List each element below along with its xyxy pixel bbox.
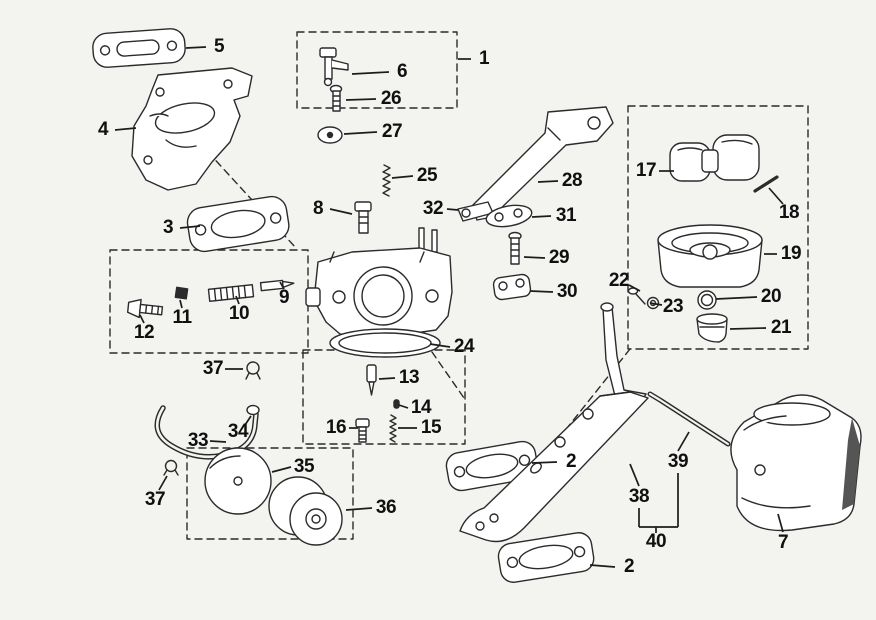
part-2-gasket-lower (497, 532, 595, 583)
leader-line-6 (351, 71, 390, 75)
part-8-nozzle (354, 201, 372, 234)
part-24-carburetor-body (305, 227, 453, 358)
leader-line-11 (179, 299, 183, 309)
leader-line-5 (185, 46, 207, 49)
part-27-disc (317, 126, 343, 144)
part-31-plate (485, 204, 533, 228)
leader-line-10 (235, 295, 240, 305)
part-7-housing (730, 394, 862, 532)
leader-line-23 (649, 302, 663, 306)
leader-line-25 (391, 175, 414, 179)
leader-line-32 (446, 208, 459, 211)
part-33-pipe (154, 405, 259, 460)
part-4-bracket (131, 67, 253, 191)
part-19-bowl (657, 224, 763, 288)
part-29-screw (508, 231, 522, 265)
part-35-cover (204, 447, 272, 515)
leader-line-31 (531, 215, 552, 218)
leader-line-35 (271, 466, 292, 473)
part-39-rod (647, 391, 731, 447)
part-26-screw (329, 84, 343, 112)
part-5-gasket (92, 28, 186, 68)
leader-line-13 (378, 377, 396, 380)
part-9-needle (259, 279, 295, 292)
part-37-clip-lower (163, 459, 179, 476)
part-18-pin (753, 175, 779, 193)
leader-line-18 (768, 187, 784, 205)
part-30-bracket (492, 273, 532, 301)
leader-line-37 (158, 475, 168, 491)
part-34-grommet (246, 404, 260, 416)
leader-line-20 (715, 296, 758, 300)
leader-line-29 (523, 256, 546, 259)
leader-line-30 (529, 290, 554, 293)
leader-line-7 (777, 513, 784, 533)
part-36-diaphragm (268, 476, 343, 546)
leader-line-28 (537, 180, 559, 183)
part-13-needle (366, 364, 377, 396)
part-37-clip-upper (245, 361, 261, 380)
part-11-seal (174, 286, 189, 300)
part-12-screw (126, 298, 164, 319)
leader-line-9 (279, 281, 285, 290)
leader-line-27 (343, 131, 378, 135)
leader-line-33 (209, 440, 227, 443)
part-28-lever (471, 106, 614, 221)
leader-line-36 (345, 507, 373, 511)
part-3-gasket (186, 195, 290, 253)
leader-line-12 (139, 314, 145, 324)
part-21-nut (696, 313, 728, 343)
leader-line-24 (429, 343, 451, 348)
part-10-spring (207, 284, 255, 302)
part-16-jet (355, 418, 370, 443)
part-15-spring (389, 414, 397, 443)
part-25-spring (382, 164, 391, 197)
leader-line-22 (628, 284, 641, 292)
leader-line-26 (345, 98, 377, 101)
leader-line-2 (531, 461, 558, 464)
leader-line-39 (677, 431, 690, 452)
part-38-bracket (459, 302, 649, 543)
leader-line-38 (629, 463, 640, 487)
leader-line-2 (589, 564, 616, 568)
part-20-oring (697, 290, 717, 310)
leader-line-14 (398, 404, 409, 409)
leader-line-3 (179, 225, 201, 229)
leader-line-4 (114, 127, 137, 131)
part-17-float (669, 134, 760, 182)
part-14-pin (393, 399, 400, 409)
leader-line-8 (329, 208, 353, 215)
leader-line-21 (729, 327, 767, 330)
leader-line-34 (244, 415, 252, 426)
part-6-valve (319, 47, 349, 87)
